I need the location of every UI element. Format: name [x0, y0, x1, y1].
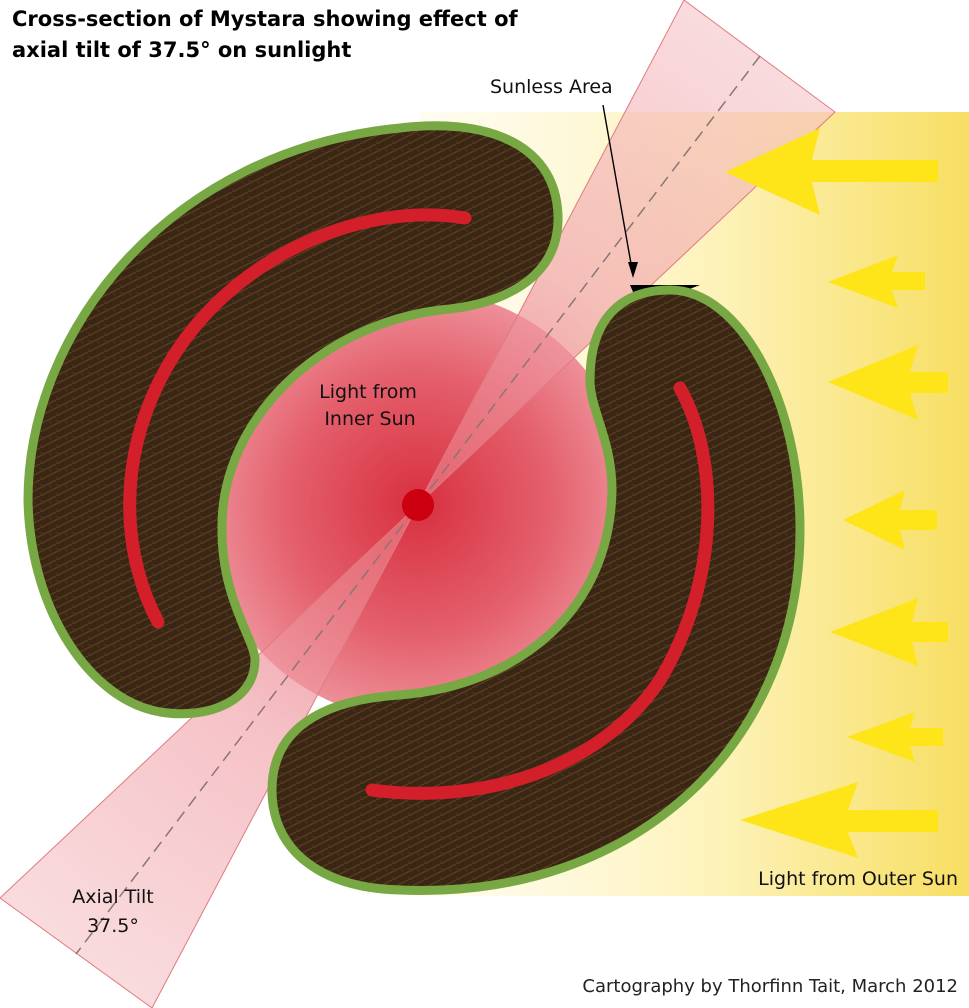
crust-arm-upper-left [23, 121, 563, 719]
sun-arrow-icon [847, 712, 943, 762]
title-line-1: Cross-section of Mystara showing effect … [12, 7, 519, 31]
label-sunless-area: Sunless Area [490, 76, 613, 98]
sun-arrow-icon [725, 128, 938, 215]
sun-arrow-icon [740, 782, 938, 858]
label-inner-sun-line-2: Inner Sun [324, 408, 415, 430]
label-outer-sun: Light from Outer Sun [758, 868, 958, 890]
outer-sun-arrows [725, 128, 948, 858]
cartography-credit: Cartography by Thorfinn Tait, March 2012 [582, 976, 958, 997]
sun-arrow-icon [830, 598, 948, 666]
label-axial-tilt-line-1: Axial Tilt [72, 886, 154, 908]
sunless-area-pointer [602, 104, 634, 276]
inner-sun [402, 489, 434, 521]
axial-tilt-axis [75, 55, 761, 955]
sunless-area-pointer-head [628, 262, 638, 278]
crust-arm-lower-right [267, 285, 805, 895]
magma-streak-lower [365, 381, 715, 800]
sun-arrow-icon [828, 255, 925, 308]
sun-arrow-icon [843, 490, 937, 550]
sun-arrow-icon [828, 345, 948, 420]
label-axial-tilt-line-2: 37.5° [87, 915, 139, 937]
title-line-2: axial tilt of 37.5° on sunlight [12, 38, 351, 62]
magma-streak-upper [123, 208, 472, 629]
label-inner-sun-line-1: Light from [319, 381, 417, 403]
